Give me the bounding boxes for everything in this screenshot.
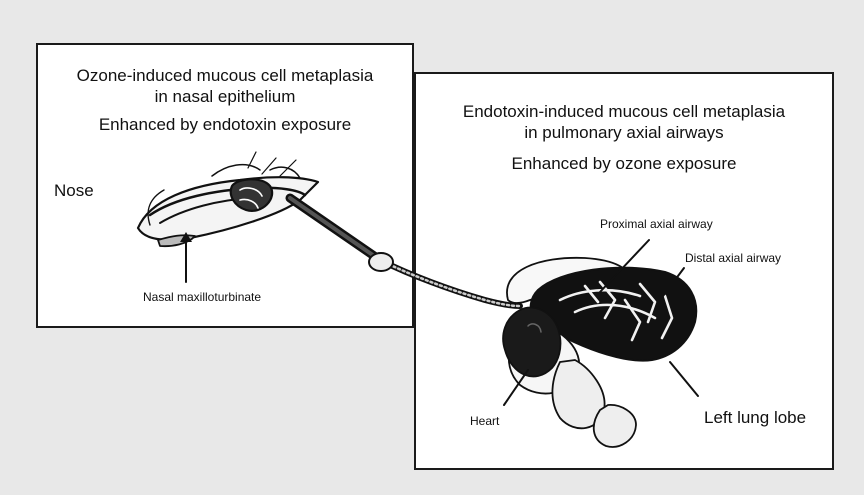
label-left-lung-lobe: Left lung lobe [704,408,806,428]
label-nose: Nose [54,181,94,201]
label-nasal-maxilloturbinate: Nasal maxilloturbinate [143,290,261,304]
label-distal-airway: Distal axial airway [685,251,781,265]
label-heart: Heart [470,414,499,428]
leader-left-lobe [670,362,698,396]
label-proximal-airway: Proximal axial airway [600,217,713,231]
trachea-drawing [290,198,520,306]
lung-drawing [503,258,696,447]
